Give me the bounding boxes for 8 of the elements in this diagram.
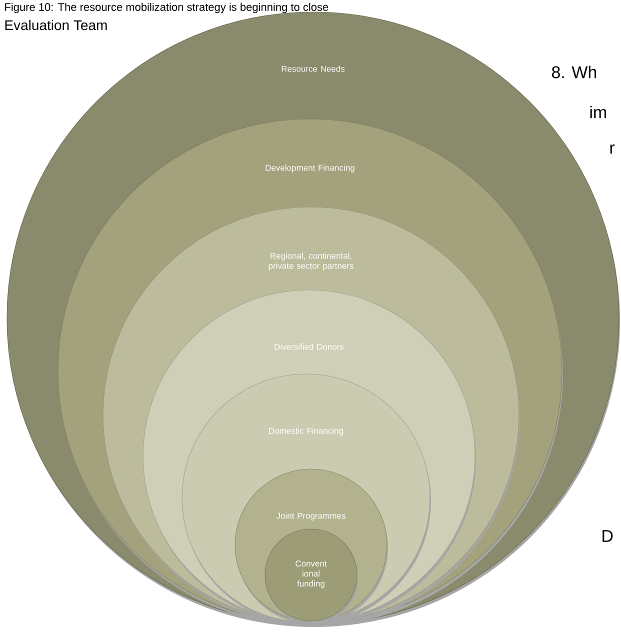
label: im [590,106,606,118]
node-label: Convent ional funding [296,560,327,588]
label: Evaluation Team [5,20,107,30]
node-label: Joint Programmes [276,512,346,520]
label: 8. Wh [552,66,596,78]
label: Figure 10: The resource mobilization strategy is beginning to close [5,2,328,14]
label: r [610,144,615,154]
label: D [602,530,613,542]
